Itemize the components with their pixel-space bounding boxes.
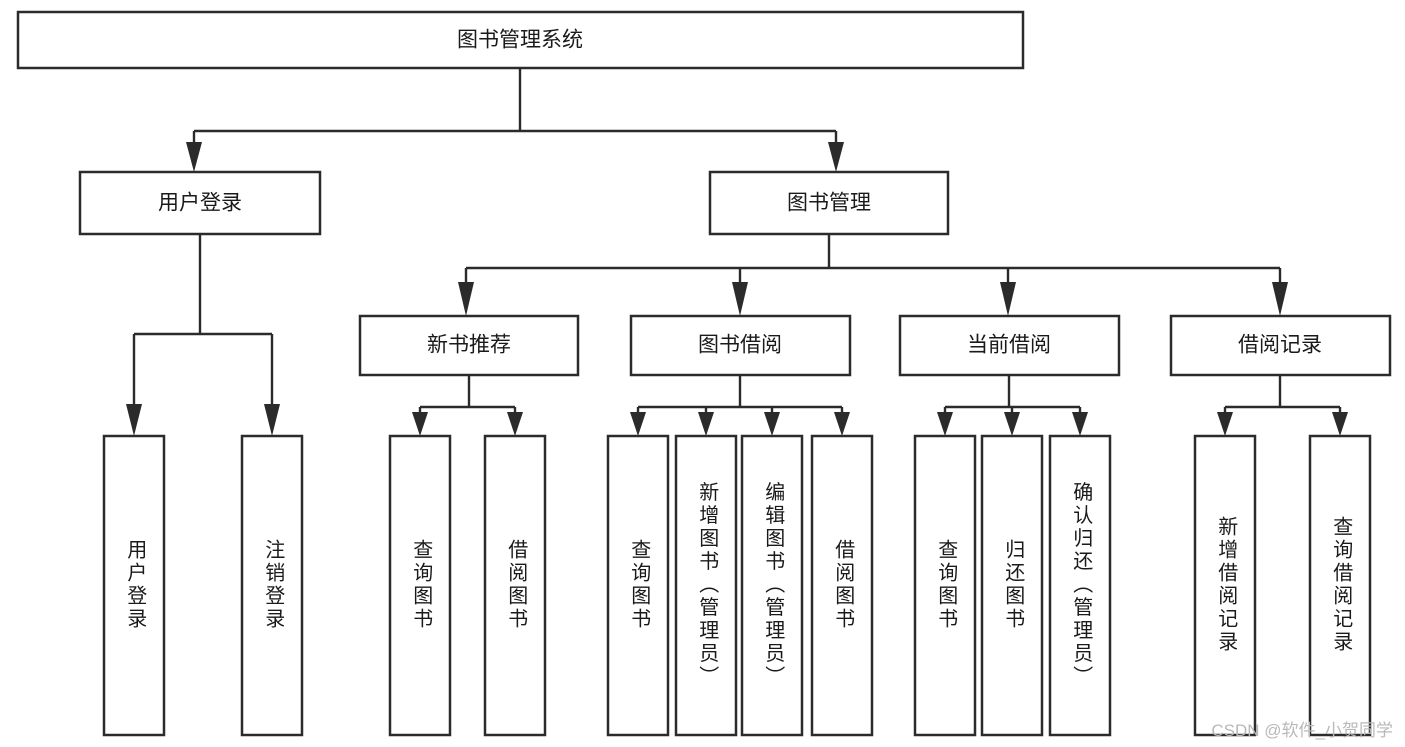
leaf-node[interactable]: 新增借阅记录 bbox=[1193, 434, 1257, 737]
node-root[interactable]: 图书管理系统 bbox=[16, 10, 1025, 70]
node-book-management[interactable]: 图书管理 bbox=[708, 170, 950, 236]
leaf-label: 编辑图书（管理员） bbox=[762, 481, 785, 688]
connector-books-to-level3 bbox=[458, 234, 1288, 316]
node-book-borrow-label: 图书借阅 bbox=[698, 334, 782, 357]
leaf-node[interactable]: 归还图书 bbox=[980, 434, 1044, 737]
csdn-watermark: CSDN @软件_小贺同学 bbox=[1211, 721, 1393, 740]
node-borrow-records-label: 借阅记录 bbox=[1238, 334, 1322, 357]
leaf-label: 查询图书 bbox=[628, 539, 651, 631]
leaf-label: 归还图书 bbox=[1002, 539, 1025, 631]
leaf-label: 确认归还（管理员） bbox=[1070, 481, 1093, 688]
node-user-login-label: 用户登录 bbox=[158, 192, 242, 215]
node-user-login[interactable]: 用户登录 bbox=[78, 170, 322, 236]
leaf-label: 借阅图书 bbox=[505, 539, 528, 631]
node-new-book-recommend-label: 新书推荐 bbox=[427, 334, 511, 357]
leaf-node[interactable]: 注销登录 bbox=[240, 434, 304, 737]
leaf-node[interactable]: 编辑图书（管理员） bbox=[740, 434, 804, 737]
connector-root-to-level2 bbox=[186, 68, 844, 172]
leaf-node[interactable]: 确认归还（管理员） bbox=[1048, 434, 1112, 737]
leaf-node[interactable]: 借阅图书 bbox=[483, 434, 547, 737]
node-root-label: 图书管理系统 bbox=[457, 29, 583, 52]
connector-current-to-leaves bbox=[937, 375, 1088, 436]
node-borrow-records[interactable]: 借阅记录 bbox=[1169, 314, 1392, 377]
leaf-node[interactable]: 查询借阅记录 bbox=[1308, 434, 1372, 737]
leaf-label: 查询图书 bbox=[410, 539, 433, 631]
leaf-label: 用户登录 bbox=[124, 539, 147, 631]
leaf-node[interactable]: 查询图书 bbox=[606, 434, 670, 737]
connector-login-to-leaves bbox=[126, 234, 280, 436]
leaf-node[interactable]: 查询图书 bbox=[388, 434, 452, 737]
node-new-book-recommend[interactable]: 新书推荐 bbox=[358, 314, 580, 377]
leaf-label: 注销登录 bbox=[262, 539, 285, 631]
leaf-node[interactable]: 用户登录 bbox=[102, 434, 166, 737]
connector-records-to-leaves bbox=[1217, 375, 1348, 436]
node-current-borrow-label: 当前借阅 bbox=[967, 334, 1051, 357]
leaf-node[interactable]: 查询图书 bbox=[913, 434, 977, 737]
leaf-label: 查询借阅记录 bbox=[1330, 516, 1353, 654]
connector-borrow-to-leaves bbox=[630, 375, 850, 436]
leaf-node[interactable]: 借阅图书 bbox=[810, 434, 874, 737]
leaf-label: 借阅图书 bbox=[832, 539, 855, 631]
leaf-node[interactable]: 新增图书（管理员） bbox=[674, 434, 738, 737]
leaf-label: 新增借阅记录 bbox=[1215, 516, 1238, 654]
node-book-management-label: 图书管理 bbox=[787, 192, 871, 215]
leaf-label: 查询图书 bbox=[935, 539, 958, 631]
node-book-borrow[interactable]: 图书借阅 bbox=[629, 314, 852, 377]
leaf-label: 新增图书（管理员） bbox=[696, 481, 719, 688]
connector-newbooks-to-leaves bbox=[412, 375, 523, 436]
node-current-borrow[interactable]: 当前借阅 bbox=[898, 314, 1121, 377]
